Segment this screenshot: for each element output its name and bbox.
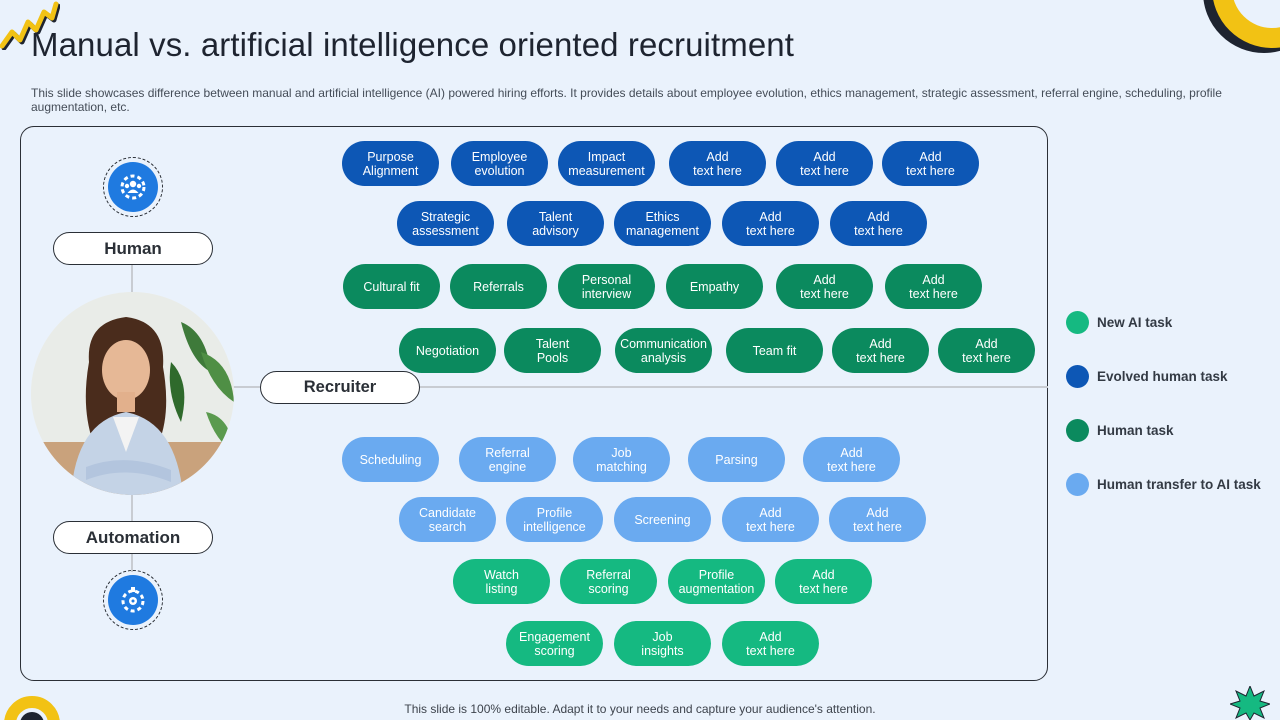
footer-note: This slide is 100% editable. Adapt it to…: [404, 702, 876, 716]
task-pill: Engagement scoring: [506, 621, 603, 666]
page-subtitle: This slide showcases difference between …: [31, 86, 1222, 114]
legend-dot: [1066, 419, 1089, 442]
task-pill: Add text here: [882, 141, 979, 186]
task-pill: Personal interview: [558, 264, 655, 309]
task-pill: Empathy: [666, 264, 763, 309]
legend-dot: [1066, 365, 1089, 388]
task-pill: Add text here: [776, 264, 873, 309]
task-pill: Add text here: [830, 201, 927, 246]
legend-label: Evolved human task: [1097, 369, 1228, 384]
task-pill: Watch listing: [453, 559, 550, 604]
task-pill: Add text here: [829, 497, 926, 542]
task-pill: Add text here: [885, 264, 982, 309]
recruiter-axis-line: [232, 386, 1048, 388]
recruiter-photo: [31, 292, 234, 495]
task-pill: Screening: [614, 497, 711, 542]
task-pill: Parsing: [688, 437, 785, 482]
task-pill: Impact measurement: [558, 141, 655, 186]
legend-item-evolved-human-task: Evolved human task: [1066, 365, 1228, 388]
recruiter-label: Recruiter: [260, 371, 420, 404]
legend-item-human-transfer-to-ai-task: Human transfer to AI task: [1066, 473, 1261, 496]
task-pill: Add text here: [938, 328, 1035, 373]
task-pill: Referral scoring: [560, 559, 657, 604]
task-pill: Scheduling: [342, 437, 439, 482]
legend-dot: [1066, 473, 1089, 496]
task-pill: Talent advisory: [507, 201, 604, 246]
legend-label: Human task: [1097, 423, 1174, 438]
legend-item-new-ai-task: New AI task: [1066, 311, 1172, 334]
task-pill: Profile intelligence: [506, 497, 603, 542]
task-pill: Referral engine: [459, 437, 556, 482]
task-pill: Add text here: [669, 141, 766, 186]
task-pill: Employee evolution: [451, 141, 548, 186]
ring-decoration-top-right: [1203, 0, 1280, 53]
task-pill: Candidate search: [399, 497, 496, 542]
squiggle-decoration: [0, 1, 60, 50]
task-pill: Add text here: [722, 621, 819, 666]
people-gear-icon: [120, 174, 146, 200]
legend-label: Human transfer to AI task: [1097, 477, 1261, 492]
task-pill: Negotiation: [399, 328, 496, 373]
human-label: Human: [53, 232, 213, 265]
automation-icon-connector-line: [131, 552, 133, 572]
legend-item-human-task: Human task: [1066, 419, 1174, 442]
task-pill: Team fit: [726, 328, 823, 373]
page-title: Manual vs. artificial intelligence orien…: [31, 26, 795, 63]
task-pill: Job matching: [573, 437, 670, 482]
legend-label: New AI task: [1097, 315, 1173, 330]
task-pill: Add text here: [722, 201, 819, 246]
task-pill: Add text here: [776, 141, 873, 186]
task-pill: Add text here: [832, 328, 929, 373]
task-pill: Add text here: [803, 437, 900, 482]
task-pill: Communication analysis: [615, 328, 712, 373]
task-pill: Purpose Alignment: [342, 141, 439, 186]
task-pill: Ethics management: [614, 201, 711, 246]
automation-role-icon: [103, 570, 163, 630]
star-decoration: [1230, 686, 1270, 720]
task-pill: Cultural fit: [343, 264, 440, 309]
human-connector-line: [131, 264, 133, 292]
human-role-icon: [103, 157, 163, 217]
automation-connector-line: [131, 494, 133, 522]
ring-decoration-bottom-left: [4, 696, 60, 720]
task-pill: Referrals: [450, 264, 547, 309]
legend-dot: [1066, 311, 1089, 334]
task-pill: Strategic assessment: [397, 201, 494, 246]
robot-gear-icon: [121, 587, 145, 613]
task-pill: Add text here: [722, 497, 819, 542]
task-pill: Add text here: [775, 559, 872, 604]
task-pill: Profile augmentation: [668, 559, 765, 604]
automation-label: Automation: [53, 521, 213, 554]
task-pill: Talent Pools: [504, 328, 601, 373]
task-pill: Job insights: [614, 621, 711, 666]
